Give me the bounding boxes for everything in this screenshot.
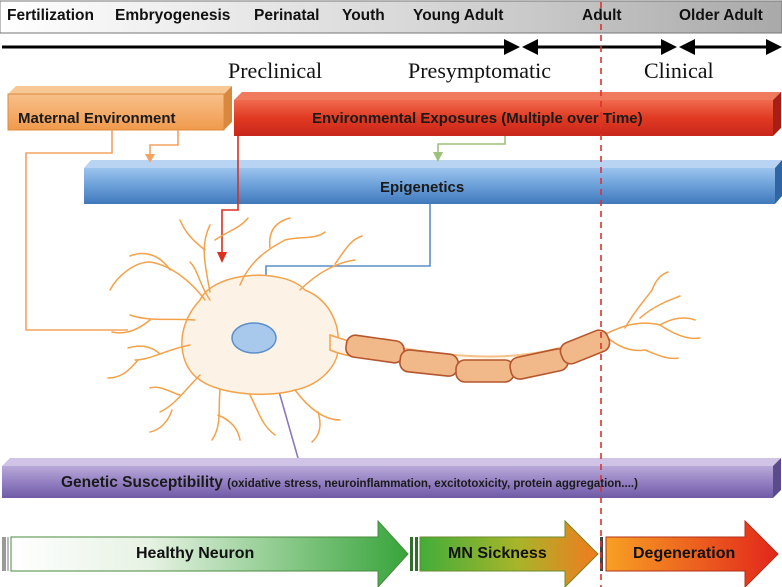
environmental-exposures-label: Environmental Exposures (Multiple over T… xyxy=(312,110,643,127)
maternal-environment-label: Maternal Environment xyxy=(18,110,176,127)
timeline-older-adult: Older Adult xyxy=(679,7,763,24)
genetic-susceptibility-detail: (oxidative stress, neuroinflammation, ex… xyxy=(227,478,638,490)
maternal-box xyxy=(7,86,232,131)
mn-sickness-label: MN Sickness xyxy=(448,545,547,562)
genetic-bar xyxy=(2,458,781,498)
timeline-perinatal: Perinatal xyxy=(254,7,320,24)
genetic-susceptibility-label: Genetic Susceptibility (oxidative stress… xyxy=(61,474,638,492)
exposures-box xyxy=(234,92,781,136)
timeline-young-adult: Young Adult xyxy=(413,7,504,24)
genetic-susceptibility-title: Genetic Susceptibility xyxy=(61,474,223,491)
epigenetics-bar xyxy=(84,160,782,204)
progression-arrows xyxy=(2,519,779,587)
timeline-adult: Adult xyxy=(582,7,622,24)
phase-preclinical: Preclinical xyxy=(228,58,323,83)
timeline-embryogenesis: Embryogenesis xyxy=(115,7,231,24)
healthy-neuron-label: Healthy Neuron xyxy=(136,545,255,562)
timeline-fertilization: Fertilization xyxy=(7,7,94,24)
timeline-bar xyxy=(0,0,782,34)
phase-presymptomatic: Presymptomatic xyxy=(408,58,551,83)
degeneration-label: Degeneration xyxy=(633,545,736,562)
epigenetics-label: Epigenetics xyxy=(380,179,465,196)
myelin-sheaths xyxy=(345,329,611,383)
timeline-youth: Youth xyxy=(342,7,385,24)
timeline-arrows xyxy=(2,39,782,55)
nucleus xyxy=(231,322,277,354)
neuron xyxy=(107,217,701,443)
phase-clinical: Clinical xyxy=(644,58,714,83)
